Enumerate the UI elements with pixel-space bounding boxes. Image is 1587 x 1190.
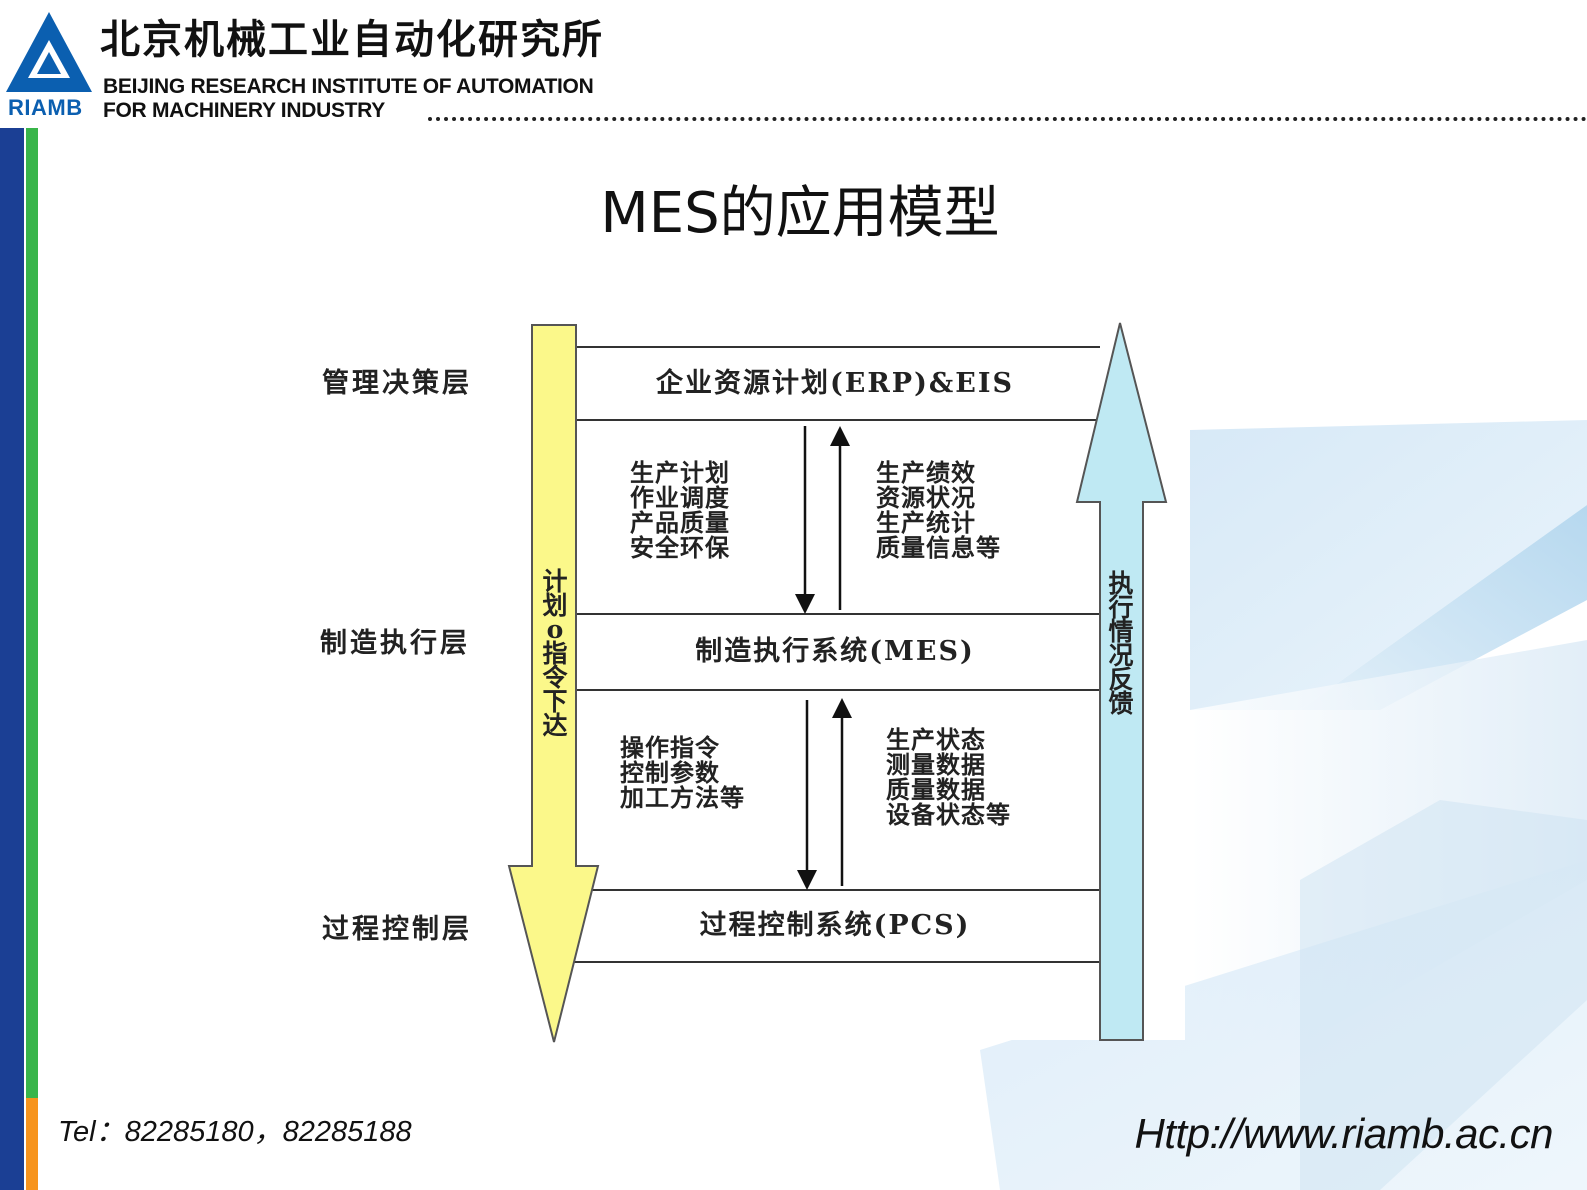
- execution-feedback-char: 执: [1108, 569, 1134, 598]
- upper-up-info-list: 生产绩效 资源状况 生产统计 质量信息等: [876, 460, 1001, 560]
- plan-command-char: 计: [542, 567, 568, 596]
- org-name-english-line1: BEIJING RESEARCH INSTITUTE OF AUTOMATION: [103, 75, 594, 98]
- execution-feedback-char: 反: [1108, 665, 1134, 694]
- system-label-pcs: 过程控制系统(PCS): [699, 910, 971, 941]
- list-item: 生产绩效: [876, 458, 976, 487]
- logo-abbreviation: RIAMB: [8, 95, 83, 120]
- list-item: 质量数据: [886, 775, 986, 804]
- list-item: 生产状态: [886, 725, 986, 754]
- system-label-erp: 企业资源计划(ERP)&EIS: [656, 368, 1014, 399]
- execution-feedback-char: 况: [1108, 641, 1134, 670]
- list-item: 安全环保: [630, 533, 730, 562]
- footer-telephone: Tel：82285180，82285188: [58, 1116, 412, 1148]
- sidebar-orange-stripe: [26, 1098, 38, 1190]
- list-item: 控制参数: [620, 758, 720, 787]
- upper-down-arrowhead: [795, 594, 815, 614]
- execution-feedback-char: 行: [1108, 593, 1134, 622]
- lower-up-info-list: 生产状态 测量数据 质量数据 设备状态等: [886, 727, 1011, 827]
- plan-command-char: 下: [542, 687, 568, 716]
- org-name-english-line2: FOR MACHINERY INDUSTRY: [103, 99, 385, 122]
- list-item: 测量数据: [886, 750, 986, 779]
- execution-feedback-up-arrow: [1075, 322, 1168, 1041]
- list-item: 质量信息等: [876, 533, 1001, 562]
- layer-label-execution: 制造执行层: [320, 628, 470, 659]
- execution-feedback-char: 馈: [1108, 689, 1134, 718]
- plan-command-char: o: [546, 615, 564, 644]
- diagram-panel: [310, 305, 1185, 1040]
- lower-down-info-list: 操作指令 控制参数 加工方法等: [620, 735, 745, 810]
- list-item: 加工方法等: [620, 783, 745, 812]
- execution-feedback-label: 执 行 情 况 反 馈: [1106, 569, 1136, 718]
- slide-title: MES的应用模型: [600, 181, 1000, 246]
- list-item: 设备状态等: [886, 800, 1011, 829]
- lower-down-arrowhead: [797, 870, 817, 890]
- list-item: 作业调度: [630, 483, 730, 512]
- plan-command-char: 令: [542, 663, 568, 692]
- plan-command-char: 划: [542, 591, 568, 620]
- list-item: 资源状况: [876, 483, 976, 512]
- system-label-mes: 制造执行系统(MES): [695, 636, 975, 667]
- footer-website-link[interactable]: Http://www.riamb.ac.cn: [1134, 1110, 1554, 1157]
- lower-up-arrowhead: [832, 698, 852, 718]
- sidebar-blue-stripe: [0, 128, 24, 1190]
- riamb-logo-icon: [6, 12, 92, 92]
- plan-command-char: 指: [542, 639, 568, 668]
- layer-label-process: 过程控制层: [322, 914, 472, 945]
- layer-label-management: 管理决策层: [322, 368, 472, 399]
- sidebar-green-stripe: [26, 128, 38, 1098]
- list-item: 操作指令: [620, 733, 720, 762]
- execution-feedback-char: 情: [1108, 617, 1134, 646]
- list-item: 产品质量: [630, 508, 730, 537]
- plan-command-label: 计 划 o 指 令 下 达: [540, 567, 570, 740]
- list-item: 生产计划: [630, 458, 730, 487]
- upper-down-info-list: 生产计划 作业调度 产品质量 安全环保: [630, 460, 730, 560]
- list-item: 生产统计: [876, 508, 976, 537]
- header-divider: [428, 117, 1587, 121]
- plan-command-char: 达: [542, 711, 568, 740]
- org-name-chinese: 北京机械工业自动化研究所: [100, 17, 604, 63]
- upper-up-arrowhead: [830, 426, 850, 446]
- plan-command-down-arrow: [507, 324, 600, 1043]
